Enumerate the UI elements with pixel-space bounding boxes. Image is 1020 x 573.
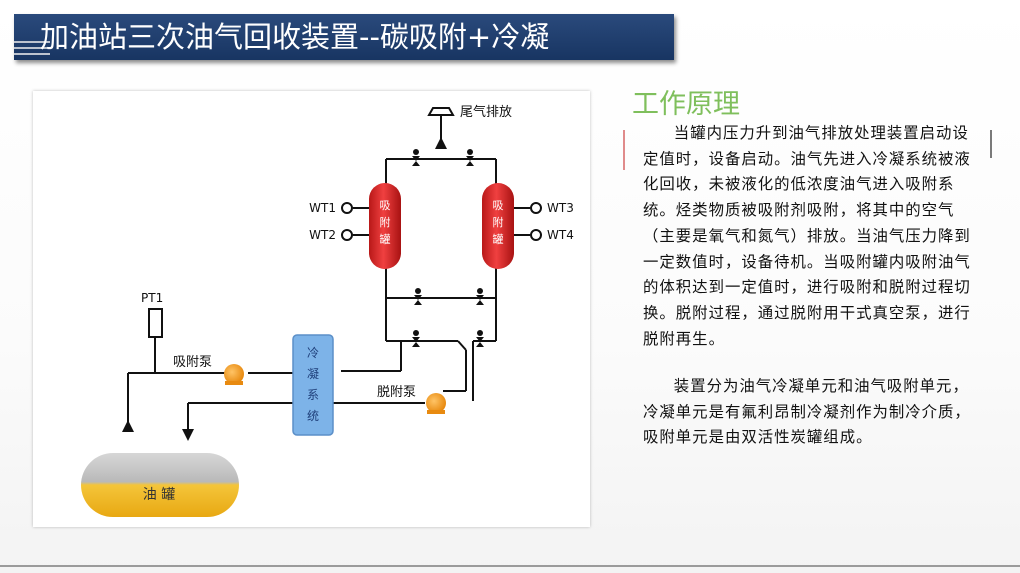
title-decoration-icon: [14, 41, 50, 59]
desorb-pump-label: 脱附泵: [377, 385, 416, 400]
adsorption-tank-left: 吸 附 罐: [369, 183, 401, 269]
down-arrow-icon: [182, 429, 194, 441]
condenser-unit: 冷 凝 系 统: [292, 334, 334, 436]
paragraph-units: 装置分为油气冷凝单元和油气吸附单元，冷凝单元是有氟利昂制冷凝剂作为制冷介质，吸附…: [643, 377, 971, 447]
wt2-label: WT2: [309, 228, 336, 242]
pt1-label: PT1: [141, 291, 163, 305]
slide-title: 加油站三次油气回收装置--碳吸附+冷凝: [40, 20, 550, 54]
wt1-label: WT1: [309, 201, 336, 215]
section-title: 工作原理: [632, 89, 740, 120]
tank-right-char-2: 附: [493, 215, 504, 229]
tank-left-char-1: 吸: [380, 199, 391, 212]
tank-left-char-2: 附: [380, 215, 391, 229]
wt3-label: WT3: [547, 201, 574, 215]
process-diagram: 尾气排放 吸 附 罐 吸 附 罐 WT1 WT2 WT3 WT4 PT1 吸附泵: [33, 91, 590, 527]
pressure-sensor-pt1: [148, 308, 163, 338]
condenser-char-3: 系: [307, 388, 319, 402]
oil-tank: [81, 453, 239, 517]
title-banner: 加油站三次油气回收装置--碳吸附+冷凝: [14, 14, 674, 60]
temperature-sensors: [341, 202, 542, 241]
adsorb-pump-icon: [224, 364, 244, 385]
exhaust-arrow-icon: [435, 137, 447, 149]
oil-tank-label: 油 罐: [143, 487, 175, 503]
condenser-char-2: 凝: [307, 366, 319, 381]
desorb-pump-icon: [426, 393, 446, 414]
up-arrow-icon: [122, 420, 134, 432]
exhaust-label: 尾气排放: [460, 104, 512, 120]
pipe-network: [127, 115, 497, 431]
valve-icons: [412, 149, 484, 347]
tank-right-char-1: 吸: [493, 199, 504, 212]
tank-right-char-3: 罐: [493, 233, 504, 246]
adsorption-tank-right: 吸 附 罐: [482, 183, 514, 269]
condenser-char-4: 统: [307, 409, 319, 423]
bottom-divider: [0, 565, 1020, 567]
paragraph-principle: 当罐内压力升到油气排放处理装置启动设定值时，设备启动。油气先进入冷凝系统被液化回…: [643, 124, 971, 348]
decor-mark-left: [623, 130, 625, 170]
exhaust-vent-icon: [427, 107, 455, 121]
decor-mark-right: [990, 130, 992, 158]
wt4-label: WT4: [547, 228, 574, 242]
tank-left-char-3: 罐: [380, 233, 391, 246]
condenser-char-1: 冷: [307, 346, 319, 360]
adsorb-pump-label: 吸附泵: [173, 355, 212, 370]
